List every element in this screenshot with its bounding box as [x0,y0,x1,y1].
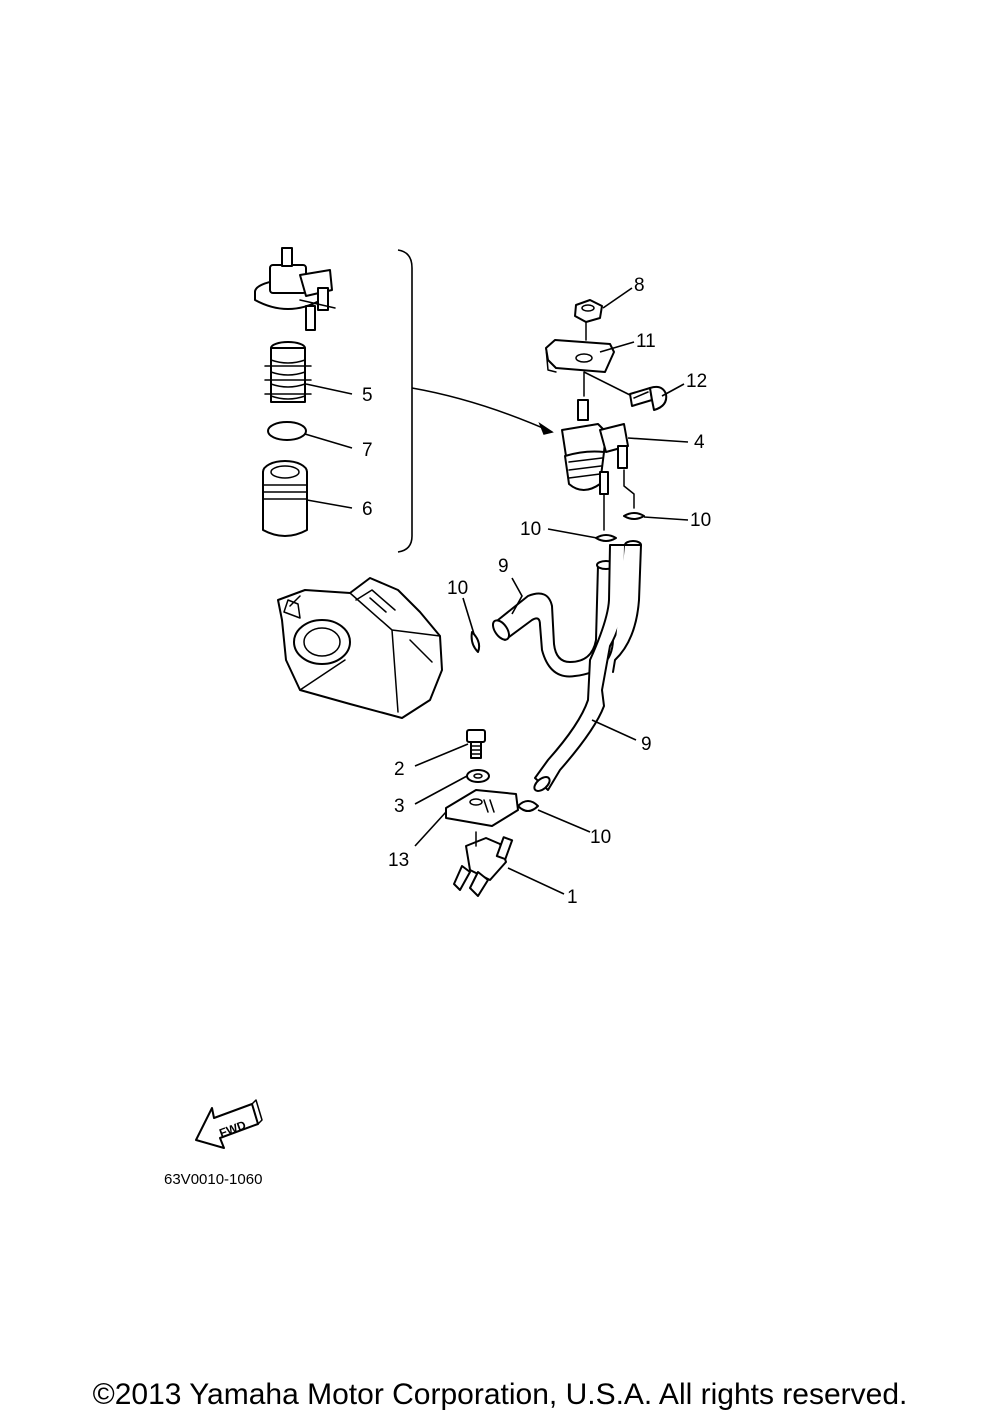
callout-4: 4 [694,432,705,453]
clip-10-lower [517,800,539,812]
clip-10-left [470,631,481,653]
carburetor [277,577,443,719]
fwd-arrow-icon: FWD [195,1099,263,1149]
copyright-notice: ©2013 Yamaha Motor Corporation, U.S.A. A… [92,1378,908,1411]
leader-lines [304,287,689,895]
callout-10-upper-right: 10 [690,510,711,531]
filter-cup-6 [262,460,308,537]
fuel-filter-4 [561,399,629,495]
nut-8 [574,299,603,323]
clip-10-upper-right [623,512,645,520]
callout-9-lower: 9 [641,734,652,755]
callout-3: 3 [394,796,405,817]
callout-11: 11 [636,331,656,352]
filter-element-5 [264,341,312,403]
arrow-head [538,422,554,435]
callout-13: 13 [388,850,409,871]
detail-arrow [411,387,553,433]
callout-10-lower: 10 [590,827,611,848]
fuel-hose-9 [492,540,642,792]
detail-bracket [397,249,413,553]
bolt-12 [629,385,668,411]
callout-10-left: 10 [447,578,468,599]
callout-10-upper-mid: 10 [520,519,541,540]
callout-8: 8 [634,275,645,296]
clip-10-upper-mid [595,534,617,542]
washer-3 [466,769,490,783]
callout-5: 5 [362,385,373,406]
o-ring-7 [267,421,307,441]
callout-9-upper: 9 [498,556,509,577]
bracket-11 [545,339,615,373]
alignment-lines [583,321,635,531]
plate-13 [445,789,519,827]
callout-7: 7 [362,440,373,461]
bolt-2 [466,729,486,759]
joint-1 [453,831,514,897]
callout-2: 2 [394,759,405,780]
diagram-code: 63V0010-1060 [164,1171,262,1188]
filter-cap-detail [254,247,336,331]
callout-12: 12 [686,371,707,392]
callout-6: 6 [362,499,373,520]
callout-1: 1 [567,887,578,908]
